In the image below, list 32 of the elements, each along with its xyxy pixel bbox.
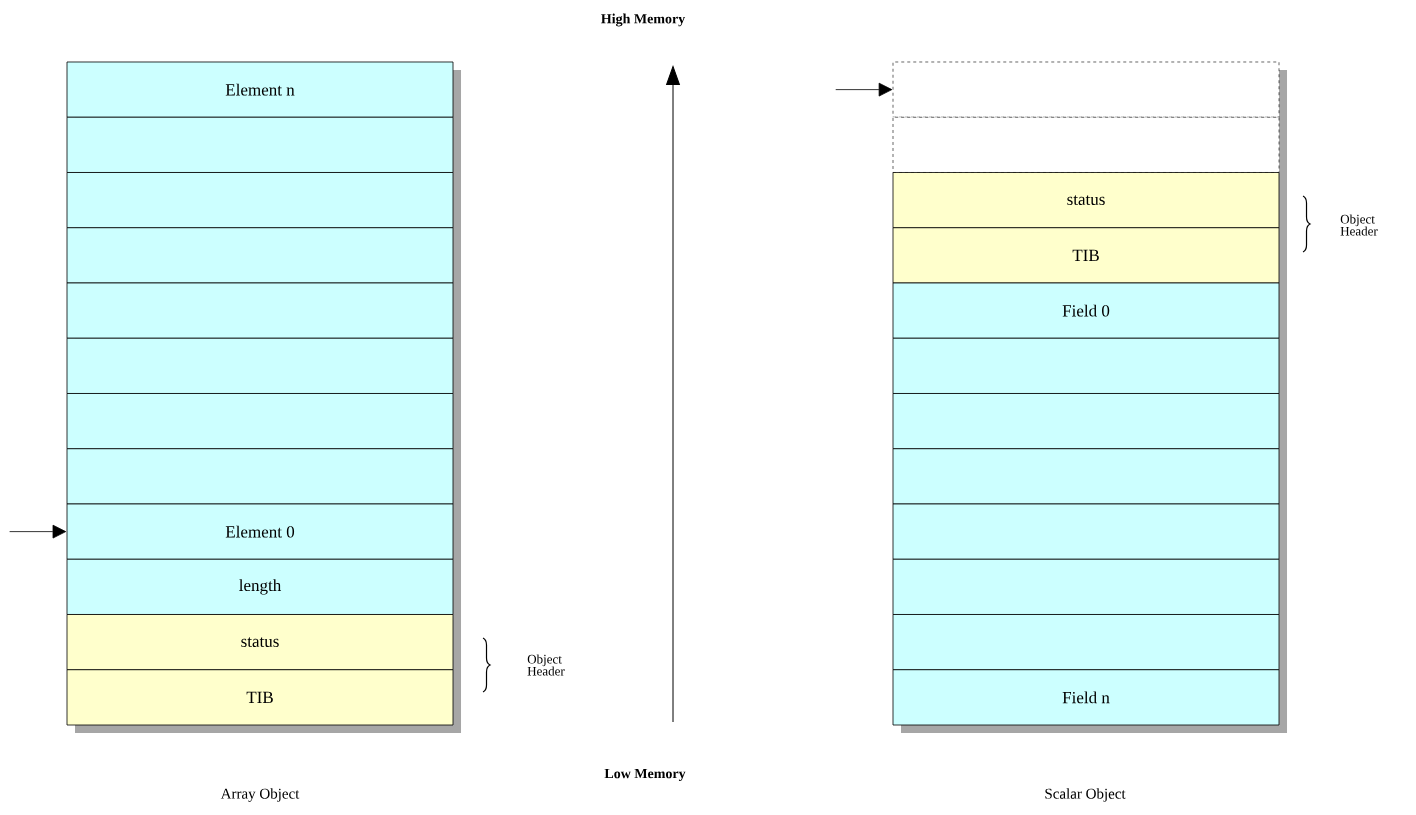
memory-cell: length [66,558,454,615]
empty-cell [892,337,1280,394]
empty-cell [66,337,454,394]
arrow [9,524,67,539]
empty-cell [892,116,1280,173]
memory-cell: status [892,172,1280,229]
empty-cell [66,282,454,339]
memory-label: Low Memory [604,768,686,782]
empty-cell [66,448,454,505]
empty-cell [892,503,1280,560]
empty-cell [66,227,454,284]
memory-cell: TIB [892,227,1280,284]
memory-cell: Element n [66,61,454,118]
empty-cell [892,558,1280,615]
memory-cell: Field n [892,669,1280,726]
empty-cell [66,393,454,450]
empty-cell [892,393,1280,450]
object-caption: Array Object [220,788,300,802]
empty-cell [892,614,1280,671]
empty-cell [66,116,454,173]
arrow [835,82,893,97]
memory-cell: TIB [66,669,454,726]
memory-label: High Memory [601,13,686,27]
brace-label: Object Header [1340,214,1378,236]
empty-cell [892,448,1280,505]
memory-cell: Element 0 [66,503,454,560]
brace-label: Object Header [527,654,565,676]
empty-cell [892,61,1280,118]
empty-cell [66,172,454,229]
object-caption: Scalar Object [1045,788,1126,802]
memory-cell: status [66,614,454,671]
memory-cell: Field 0 [892,282,1280,339]
